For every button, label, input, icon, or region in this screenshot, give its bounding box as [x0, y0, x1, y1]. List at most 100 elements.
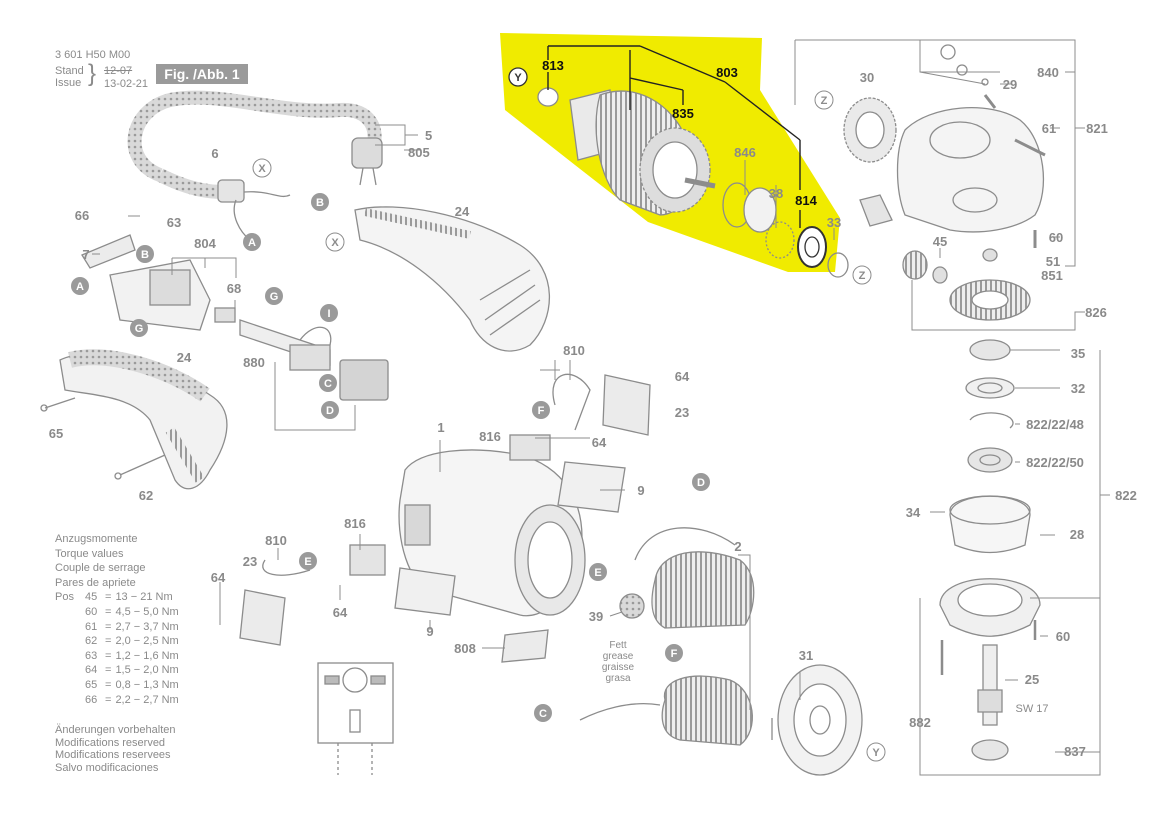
part-810-b: 810 — [265, 533, 287, 548]
torque-value: 2,2 − 2,7 Nm — [115, 693, 179, 706]
part-840: 840 — [1037, 65, 1059, 80]
part-882: 882 — [909, 715, 931, 730]
torque-value: 2,0 − 2,5 Nm — [115, 635, 179, 648]
svg-text:grease: grease — [603, 651, 634, 662]
svg-text:B: B — [141, 249, 149, 261]
marker-e: E — [299, 552, 317, 570]
part-64-d: 64 — [333, 605, 348, 620]
part-846: 846 — [734, 145, 756, 160]
part-60-a: 60 — [1049, 230, 1063, 245]
svg-text:C: C — [539, 708, 547, 720]
torque-row: 65=0,8 − 1,3 Nm — [55, 678, 183, 693]
part-808: 808 — [454, 641, 476, 656]
svg-text:I: I — [327, 308, 330, 320]
part-23-a: 23 — [675, 405, 689, 420]
part-822-22-50: 822/22/50 — [1026, 455, 1084, 470]
part-880: 880 — [243, 355, 265, 370]
svg-text:G: G — [270, 291, 279, 303]
svg-text:E: E — [304, 556, 311, 568]
marker-y: Y — [508, 67, 528, 87]
part-5: 5 — [425, 128, 432, 143]
svg-text:G: G — [135, 323, 144, 335]
equals: = — [105, 693, 112, 706]
part-68: 68 — [227, 281, 241, 296]
new-date: 13-02-21 — [104, 78, 149, 90]
part-25: 25 — [1025, 672, 1039, 687]
torque-pos: 61 — [85, 620, 98, 633]
part-60-b: 60 — [1056, 629, 1070, 644]
grease — [619, 593, 645, 619]
equals: = — [105, 635, 112, 648]
torque-row: 62=2,0 − 2,5 Nm — [55, 634, 183, 649]
marker-x: X — [252, 158, 272, 178]
marker-f: F — [665, 644, 683, 662]
part-1: 1 — [437, 420, 444, 435]
torque-pos: 64 — [85, 664, 98, 677]
part-64-a: 64 — [675, 369, 690, 384]
markers: Y X B A X B A G G I C D F E D E F C Z Z … — [71, 67, 886, 762]
screw-61 — [1014, 138, 1046, 157]
grease-label: Fett grease graisse grasa — [602, 640, 635, 684]
part-numbers: 813 803 835 814 5 805 6 66 63 804 7 68 2… — [49, 58, 1137, 759]
bearing-814 — [797, 226, 827, 268]
svg-text:graisse: graisse — [602, 662, 635, 673]
marker-z: Z — [814, 90, 834, 110]
part-61: 61 — [1042, 121, 1056, 136]
torque-row: 61=2,7 − 3,7 Nm — [55, 620, 183, 635]
torque-pos: 45 — [85, 591, 98, 604]
note-es: Salvo modificaciones — [55, 761, 159, 774]
plate-9a — [557, 461, 626, 513]
torque-row: 63=1,2 − 1,6 Nm — [55, 649, 183, 664]
gear-housing — [859, 107, 1045, 233]
part-851: 851 — [1041, 268, 1063, 283]
switch-assembly — [81, 234, 236, 331]
part-64-b: 64 — [592, 435, 607, 450]
pos-label: Pos — [55, 591, 74, 604]
washer — [765, 221, 795, 259]
figure-label: Fig. /Abb. 1 — [156, 64, 248, 84]
equals: = — [105, 591, 112, 604]
part-816-a: 816 — [479, 429, 501, 444]
marker-g: G — [265, 287, 283, 305]
part-drawings — [40, 44, 1046, 776]
note-fr: Modifications reservees — [55, 749, 171, 762]
brush-holder-2 — [349, 544, 386, 576]
brush-holder — [509, 434, 551, 461]
torque-title-en: Torque values — [55, 547, 124, 560]
torque-value: 4,5 − 5,0 Nm — [115, 605, 179, 618]
torque-values: Anzugsmomente Torque values Couple de se… — [55, 532, 183, 707]
torque-title-es: Pares de apriete — [55, 576, 136, 589]
handle-housing — [354, 206, 551, 352]
electronics-module — [239, 319, 389, 401]
modification-notes: Änderungen vorbehalten Modifications res… — [55, 724, 175, 774]
stand-label: Stand — [55, 65, 84, 77]
equals: = — [105, 605, 112, 618]
svg-text:Z: Z — [859, 270, 866, 282]
svg-text:E: E — [594, 567, 601, 579]
part-24-bottom: 24 — [177, 350, 192, 365]
torque-pos: 66 — [85, 693, 98, 706]
part-31: 31 — [799, 648, 813, 663]
cable-810a — [552, 373, 591, 431]
svg-text:D: D — [326, 405, 334, 417]
leader-lines — [92, 39, 1110, 776]
torque-value: 1,5 − 2,0 Nm — [115, 664, 179, 677]
cable-plug — [127, 90, 383, 241]
part-28: 28 — [1070, 527, 1084, 542]
cover-23b — [239, 589, 286, 646]
part-821: 821 — [1086, 121, 1108, 136]
spindle-assembly — [939, 339, 1041, 761]
issue-label: Issue — [55, 77, 82, 89]
part-816-b: 816 — [344, 516, 366, 531]
torque-pos: 65 — [85, 678, 98, 691]
spindle-lock — [940, 44, 956, 60]
part-2: 2 — [734, 539, 741, 554]
part-30: 30 — [860, 70, 874, 85]
marker-d: D — [321, 401, 339, 419]
equals: = — [105, 620, 112, 633]
marker-g: G — [130, 319, 148, 337]
marker-d: D — [692, 473, 710, 491]
torque-value: 13 − 21 Nm — [115, 591, 173, 604]
marker-c: C — [319, 374, 337, 392]
